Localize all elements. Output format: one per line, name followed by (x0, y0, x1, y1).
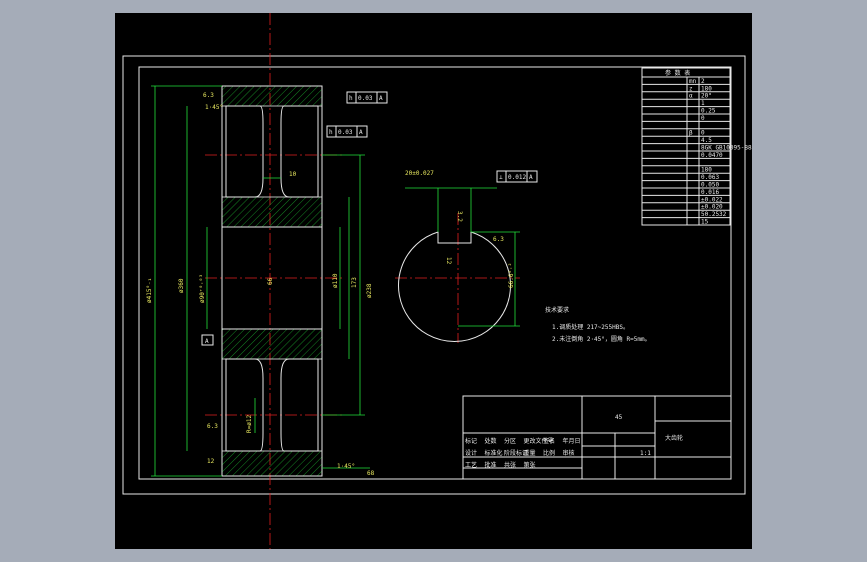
param-header: 参 数 表 (665, 69, 690, 77)
title-block-cell: 标准化 (485, 449, 503, 457)
param-value: 20° (701, 93, 712, 100)
title-block-cells: 标记处数分区更改文件号签名年月日设计标准化阶段标记重量比例审核工艺批准共张第张 (465, 437, 581, 469)
datum-a: A (201, 334, 214, 346)
keyway-depth: 66.6⁰·² (508, 263, 515, 288)
param-value: 8GK GB10095-88 (701, 145, 752, 152)
gdt-top2-sym: h (329, 129, 333, 136)
notes-line2: 2.未注倒角 2·45°，圆角 R=5mm。 (552, 335, 651, 343)
dim-chamfer-top: 1·45° (205, 104, 223, 111)
notes-title: 技术要求 (545, 306, 569, 314)
rough-12: 12 (207, 458, 215, 465)
gdt-frame-key: ⊥ 0.012 A (496, 170, 538, 183)
keyway-rough2: 6.3 (493, 236, 504, 243)
param-value: 0.016 (701, 189, 719, 196)
title-block-cell: 工艺 (465, 461, 477, 469)
cad-viewport[interactable]: ø415⁰₋₁ ø360 ø90⁺⁰·⁰³ 66 ø110 173 ø238 1… (115, 13, 752, 549)
tb-scale: 1:1 (640, 450, 651, 457)
param-value: 0.0470 (701, 152, 723, 159)
param-value: ±0.020 (701, 204, 723, 211)
gdt-key-val: 0.012 (508, 174, 526, 181)
keyway-view (398, 187, 520, 343)
gdt-top2-val: 0.03 (338, 129, 353, 136)
param-value: 180 (701, 85, 712, 92)
keyway-rough3: 12 (445, 257, 452, 265)
gdt-frame-top2: h 0.03 A (326, 125, 368, 138)
param-value: 0.050 (701, 182, 719, 189)
gdt-top1-val: 0.03 (358, 95, 373, 102)
title-block-cell: 重量 (524, 449, 536, 457)
param-value: 0.25 (701, 108, 716, 115)
rough-63b: 6.3 (207, 423, 218, 430)
dim-groove: R=ø12 (246, 415, 253, 433)
title-block-cell: 设计 (465, 449, 477, 457)
title-block-cell: 标记 (465, 437, 477, 445)
title-block: 45 大齿轮 1:1 (462, 395, 732, 480)
title-block-cell: 第张 (524, 461, 536, 469)
title-block-cell: 比例 (543, 449, 555, 457)
sheet-border (122, 55, 746, 495)
param-value: 2 (701, 78, 705, 85)
param-value: 180 (701, 167, 712, 174)
title-block-cell: 批准 (485, 461, 497, 469)
tb-material: 45 (615, 414, 623, 421)
gdt-top1-sym: h (349, 95, 353, 102)
title-block-cell: 签名 (543, 437, 555, 445)
dim-d110: ø110 (332, 273, 339, 288)
param-value: 0.063 (701, 174, 719, 181)
rough-63a: 6.3 (203, 92, 214, 99)
dim-web: 10 (289, 171, 297, 178)
title-block-cell: 共张 (504, 461, 516, 469)
param-value: 4.5 (701, 137, 712, 144)
datum-a-label: A (205, 338, 209, 345)
dim-bore: 66 (267, 277, 274, 285)
param-symbol: α (689, 93, 693, 100)
dim-d238: ø238 (366, 283, 373, 298)
param-symbol: z (689, 85, 693, 92)
param-value: 1 (701, 100, 705, 107)
gdt-top2-ref: A (359, 129, 363, 136)
title-block-cell: 更改文件号 (524, 437, 554, 445)
dim-d173: 173 (351, 277, 358, 288)
gdt-key-ref: A (529, 174, 533, 181)
param-symbol: mn (689, 78, 697, 85)
param-value: ±0.022 (701, 196, 723, 203)
title-block-cell: 阶段标记 (504, 449, 528, 457)
gdt-key-sym: ⊥ (499, 174, 503, 181)
param-value: 0 (701, 115, 705, 122)
dim-width: 68 (367, 470, 375, 477)
gear-section (221, 85, 323, 477)
dim-chamfer-bottom: 1·45° (337, 463, 355, 470)
title-block-cell: 分区 (504, 437, 516, 445)
keyway-width: 20±0.027 (405, 170, 434, 177)
title-block-cell: 处数 (485, 437, 497, 445)
dim-d360: ø360 (178, 278, 185, 293)
gdt-frame-top1: h 0.03 A (346, 91, 388, 104)
param-value: 0 (701, 130, 705, 137)
dim-d90: ø90⁺⁰·⁰³ (199, 274, 206, 303)
keyway-rough1: 3.2 (456, 211, 463, 222)
dim-outer-dia: ø415⁰₋₁ (146, 278, 153, 303)
title-block-cell: 审核 (563, 449, 575, 457)
drawing-canvas: ø415⁰₋₁ ø360 ø90⁺⁰·⁰³ 66 ø110 173 ø238 1… (122, 13, 752, 549)
param-value: 15 (701, 219, 709, 226)
notes-line1: 1.调质处理 217~255HBS。 (552, 323, 629, 331)
drawing-frame (138, 66, 732, 480)
dimension-lines (151, 85, 370, 477)
param-symbol: β (689, 130, 693, 137)
gdt-top1-ref: A (379, 95, 383, 102)
param-value: 50.2532 (701, 211, 727, 218)
tb-name: 大齿轮 (665, 434, 683, 442)
title-block-cell: 年月日 (563, 437, 581, 445)
